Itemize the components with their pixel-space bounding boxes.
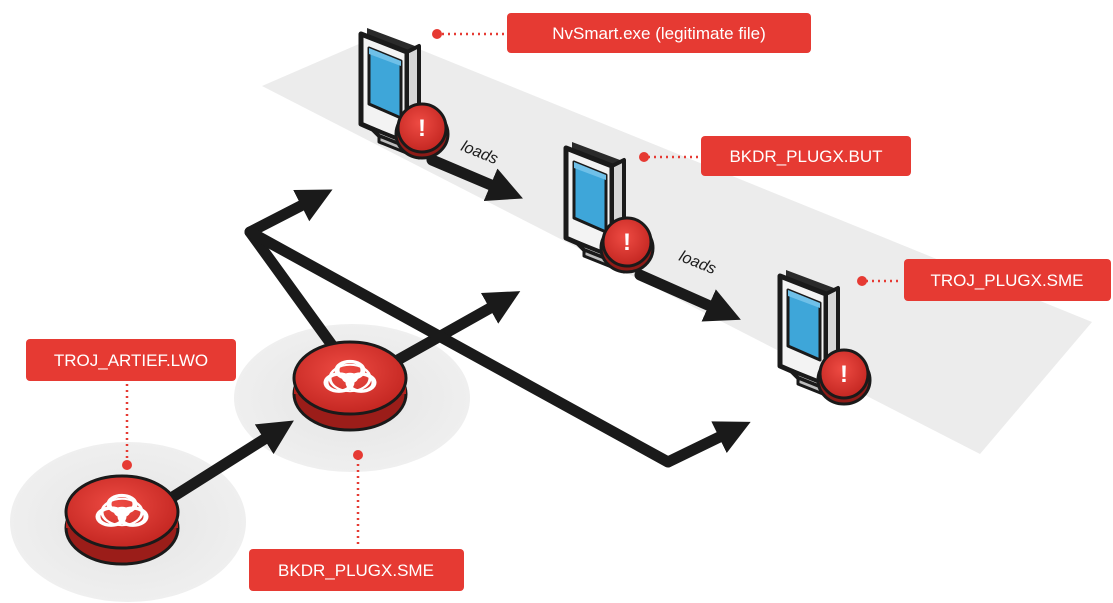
biohazard-icon — [66, 476, 178, 564]
svg-text:TROJ_PLUGX.SME: TROJ_PLUGX.SME — [930, 271, 1083, 290]
arrow-loads-2 — [634, 269, 741, 322]
biohazard-icon — [294, 342, 406, 430]
biohazard-disk-artief — [66, 476, 178, 564]
label-bkdr-but: BKDR_PLUGX.BUT — [701, 136, 911, 176]
exclamation-alert-icon — [394, 102, 450, 160]
leader-dots — [122, 29, 867, 470]
arrow-loads-1 — [426, 154, 523, 201]
arrow-artief-to-plugx — [154, 420, 294, 511]
arrow-plugx-to-troj-sme — [244, 226, 751, 468]
exclamation-alert-icon — [816, 348, 872, 406]
svg-text:BKDR_PLUGX.SME: BKDR_PLUGX.SME — [278, 561, 434, 580]
leader-lines — [125, 32, 902, 544]
arrows — [154, 154, 751, 511]
label-troj-sme: TROJ_PLUGX.SME — [904, 259, 1111, 301]
label-bkdr-sme: BKDR_PLUGX.SME — [249, 549, 464, 591]
svg-text:BKDR_PLUGX.BUT: BKDR_PLUGX.BUT — [729, 147, 882, 166]
svg-text:TROJ_ARTIEF.LWO: TROJ_ARTIEF.LWO — [54, 351, 208, 370]
label-troj-artief: TROJ_ARTIEF.LWO — [26, 339, 236, 381]
biohazard-disk-plugx-sme — [294, 342, 406, 430]
label-nvsmart: NvSmart.exe (legitimate file) — [507, 13, 811, 53]
exclamation-alert-icon — [599, 216, 655, 274]
platform-shadow — [262, 34, 1092, 454]
svg-text:NvSmart.exe (legitimate file): NvSmart.exe (legitimate file) — [552, 24, 766, 43]
